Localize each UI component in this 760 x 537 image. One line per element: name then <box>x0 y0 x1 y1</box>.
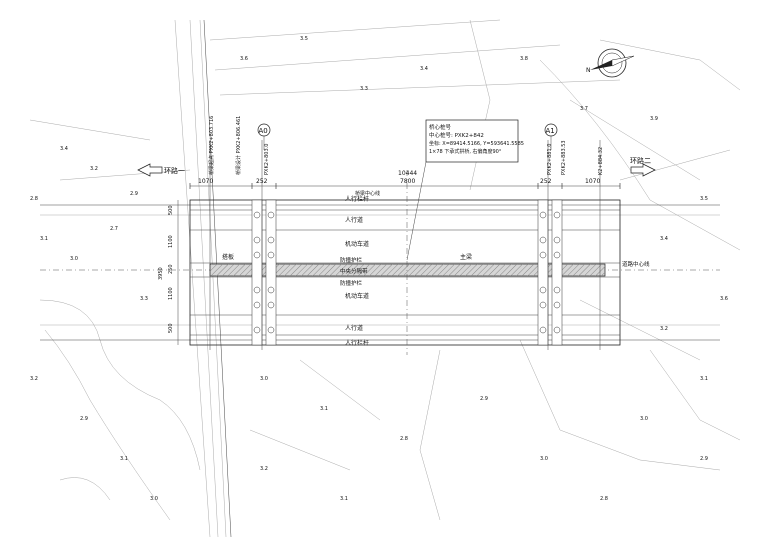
label-ring-left: 环路一 <box>164 166 185 175</box>
width-2: 1100 <box>168 235 174 248</box>
dim-4: 1070 <box>585 178 600 185</box>
svg-text:3.1: 3.1 <box>40 236 48 242</box>
svg-text:3.0: 3.0 <box>150 496 158 502</box>
station-left-3: PXK2+803.0 <box>264 144 270 175</box>
label-ring-right: 环路二 <box>630 156 651 165</box>
svg-text:3.6: 3.6 <box>240 56 248 62</box>
dim-1: 1070 <box>198 178 213 185</box>
info-box <box>425 119 519 163</box>
bridge-deck-outline <box>189 199 621 346</box>
dim-2: 252 <box>256 178 268 185</box>
svg-text:3.0: 3.0 <box>540 456 548 462</box>
ring-road-right-arrow <box>630 163 656 177</box>
svg-text:3.1: 3.1 <box>340 496 348 502</box>
label-motor-top: 机动车道 <box>345 240 369 248</box>
svg-text:2.8: 2.8 <box>400 436 408 442</box>
total-width: 3950 <box>158 267 164 280</box>
station-left-2: 桥梁设计 PXK2+806.461 <box>235 116 242 175</box>
width-3: 250 <box>168 264 174 274</box>
info-line-2: 中心桩号: PXK2+842 <box>429 131 484 139</box>
station-right-3: K2+884.32 <box>598 147 604 175</box>
station-right-1: PXK2+881.0 <box>547 144 553 175</box>
label-guard-top: 防撞护栏 <box>340 256 363 264</box>
label-divider: 中央分隔带 <box>340 267 368 275</box>
label-motor-bottom: 机动车道 <box>345 292 369 300</box>
svg-text:3.4: 3.4 <box>60 146 68 152</box>
survey-points: 3.4 3.2 2.8 2.9 3.1 3.0 2.7 3.3 3.2 2.9 3.1 3.… <box>30 36 728 502</box>
svg-text:3.2: 3.2 <box>30 376 38 382</box>
label-railing-top: 人行栏杆 <box>345 195 369 203</box>
svg-text:3.2: 3.2 <box>260 466 268 472</box>
label-railing-bottom: 人行栏杆 <box>345 339 369 347</box>
info-line-4: 1×78 下承式拱桥, 右偏角度90° <box>429 148 502 155</box>
label-main-girder: 主梁 <box>460 253 472 261</box>
svg-text:3.1: 3.1 <box>700 376 708 382</box>
svg-text:2.7: 2.7 <box>110 226 118 232</box>
dim-5: 252 <box>540 178 552 185</box>
svg-text:2.8: 2.8 <box>600 496 608 502</box>
svg-text:3.0: 3.0 <box>70 256 78 262</box>
station-right-2: PXK2+883.53 <box>561 140 567 175</box>
svg-text:3.0: 3.0 <box>260 376 268 382</box>
svg-text:3.0: 3.0 <box>640 416 648 422</box>
svg-text:3.4: 3.4 <box>660 236 668 242</box>
label-road-centerline: 道路中心线 <box>622 260 650 268</box>
terrain-lines <box>29 19 741 537</box>
info-leader <box>406 161 427 261</box>
svg-text:3.6: 3.6 <box>720 296 728 302</box>
svg-text:2.8: 2.8 <box>30 196 38 202</box>
svg-text:2.9: 2.9 <box>480 396 488 402</box>
width-1: 500 <box>168 205 174 215</box>
info-line-1: 桥心桩号 <box>429 123 452 131</box>
svg-text:3.3: 3.3 <box>360 86 368 92</box>
svg-text:2.9: 2.9 <box>80 416 88 422</box>
svg-text:3.1: 3.1 <box>120 456 128 462</box>
label-guard-bottom: 防撞护栏 <box>340 279 363 287</box>
svg-text:3.2: 3.2 <box>90 166 98 172</box>
svg-text:3.8: 3.8 <box>520 56 528 62</box>
label-sidewalk-bottom: 人行道 <box>345 324 363 332</box>
svg-text:3.5: 3.5 <box>700 196 708 202</box>
svg-text:2.9: 2.9 <box>700 456 708 462</box>
svg-text:3.5: 3.5 <box>300 36 308 42</box>
svg-text:3.2: 3.2 <box>660 326 668 332</box>
north-arrow-icon: N <box>586 48 635 78</box>
svg-text:3.7: 3.7 <box>580 106 588 112</box>
dim-6: 7800 <box>400 178 415 185</box>
svg-text:3.3: 3.3 <box>140 296 148 302</box>
svg-text:2.9: 2.9 <box>130 191 138 197</box>
label-sidewalk-top: 人行道 <box>345 216 363 224</box>
svg-text:3.9: 3.9 <box>650 116 658 122</box>
abutment-a1-label: A1 <box>546 127 555 135</box>
dim-3: 10444 <box>398 170 417 177</box>
station-left-1: 桥梁起点 PXK2+803.716 <box>208 116 215 175</box>
width-4: 1100 <box>168 287 174 300</box>
info-line-3: 坐标: X=89414.5166, Y=593641.5585 <box>429 140 524 147</box>
abutment-a0-label: A0 <box>259 127 268 135</box>
ring-road-left-arrow <box>137 163 163 177</box>
width-5: 500 <box>168 323 174 333</box>
svg-text:3.4: 3.4 <box>420 66 428 72</box>
label-bridge-centerline: 桥梁中心线 <box>355 190 380 197</box>
svg-text:N: N <box>586 67 591 74</box>
svg-text:3.1: 3.1 <box>320 406 328 412</box>
label-approach-slab: 搭板 <box>222 253 234 261</box>
